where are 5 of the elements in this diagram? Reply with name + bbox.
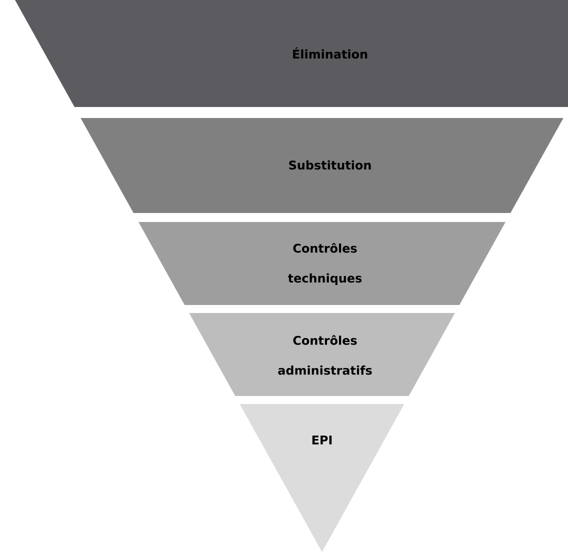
pyramid-band: Élimination	[15, 0, 568, 107]
pyramid-band: EPI	[240, 404, 404, 552]
pyramid-band: Contrôles techniques	[138, 222, 506, 305]
pyramid-band: Substitution	[80, 118, 564, 213]
pyramid-band: Contrôles administratifs	[189, 313, 455, 396]
